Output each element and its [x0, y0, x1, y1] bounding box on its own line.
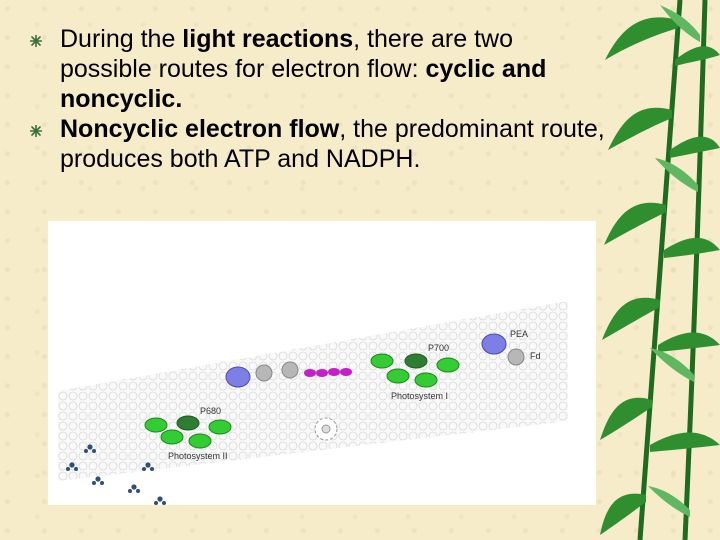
ps1-protein-4 [386, 368, 410, 384]
ps2-protein-2 [176, 415, 200, 431]
bullet-text-2: Noncyclic electron flow, the predominant… [60, 115, 605, 173]
water-molecule [142, 462, 154, 471]
magenta-carrier-1 [304, 369, 316, 377]
grey-protein-2 [281, 361, 299, 379]
water-molecule [92, 476, 104, 485]
water-molecule [84, 444, 96, 453]
water-molecule [154, 496, 166, 505]
cytochrome-complex [225, 366, 251, 388]
membrane-band [58, 301, 568, 481]
label-pea: PEA [510, 329, 528, 339]
grey-protein-1 [255, 364, 273, 382]
pea-complex [481, 333, 507, 355]
label-photosystem-i: Photosystem I [391, 391, 448, 401]
membrane-diagram: P680 Photosystem II P700 Photosystem I P… [58, 301, 568, 505]
label-p700: P700 [428, 343, 449, 353]
ps2-protein-3 [208, 419, 232, 435]
bamboo-decoration [600, 0, 720, 540]
bullet-item-light-reactions: During the light reactions, there are tw… [30, 24, 610, 114]
ps2-protein-1 [144, 417, 168, 433]
water-splitting-core [321, 424, 331, 434]
magenta-carrier-4 [340, 368, 352, 376]
bullet-text-1: During the light reactions, there are tw… [60, 25, 547, 113]
ps1-protein-5 [414, 372, 438, 388]
thylakoid-membrane-figure: P680 Photosystem II P700 Photosystem I P… [48, 221, 596, 505]
bullet-list: During the light reactions, there are tw… [30, 24, 610, 174]
label-photosystem-ii: Photosystem II [168, 451, 228, 461]
water-molecule [128, 484, 140, 493]
magenta-carrier-2 [316, 369, 328, 377]
water-molecules [66, 444, 166, 505]
asterisk-bullet-icon [30, 125, 42, 137]
ferredoxin [507, 348, 525, 366]
ps1-protein-2 [404, 353, 428, 369]
bullet-item-noncyclic: Noncyclic electron flow, the predominant… [30, 114, 610, 174]
ps2-protein-5 [188, 433, 212, 449]
ps1-protein-3 [436, 357, 460, 373]
membrane-band-shade [58, 301, 568, 481]
magenta-carrier-3 [328, 368, 340, 376]
label-p680: P680 [200, 406, 221, 416]
water-molecule [66, 462, 78, 471]
label-fd: Fd [530, 351, 541, 361]
asterisk-bullet-icon [30, 35, 42, 47]
ps2-protein-4 [160, 429, 184, 445]
ps1-protein-1 [370, 353, 394, 369]
